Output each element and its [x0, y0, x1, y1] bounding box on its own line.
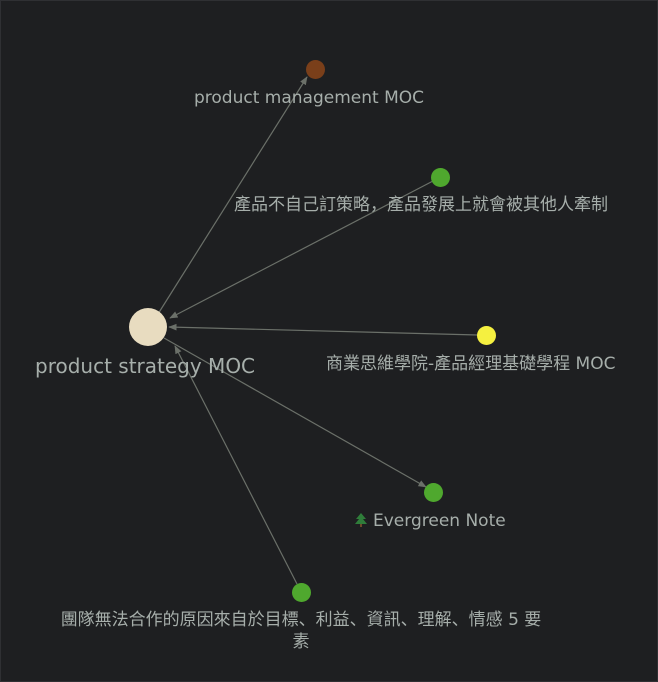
node-evergreen-text: Evergreen Note	[373, 511, 506, 531]
edge-team-to-center	[174, 345, 298, 585]
node-business-school[interactable]	[477, 326, 496, 345]
edge-self-strategy-to-center	[169, 180, 434, 319]
node-evergreen[interactable]	[424, 483, 443, 502]
node-business-school-label: 商業思維學院-產品經理基礎學程 MOC	[326, 354, 616, 374]
node-center[interactable]	[129, 308, 167, 346]
node-center-label: product strategy MOC	[35, 354, 256, 378]
evergreen-tree-icon	[353, 510, 369, 532]
node-pm-moc[interactable]	[306, 60, 325, 79]
node-self-strategy-label: 產品不自己訂策略，產品發展上就會被其他人牽制	[234, 195, 608, 215]
node-team-label: 團隊無法合作的原因來自於目標、利益、資訊、理解、情感 5 要素	[60, 610, 542, 652]
node-evergreen-label: Evergreen Note	[353, 510, 506, 532]
node-self-strategy[interactable]	[431, 168, 450, 187]
node-pm-moc-label: product management MOC	[194, 88, 424, 108]
edge-center-to-pm-moc	[157, 76, 308, 315]
edge-business-school-to-center	[168, 323, 479, 336]
node-team[interactable]	[292, 583, 311, 602]
edge-center-to-evergreen	[163, 337, 427, 488]
